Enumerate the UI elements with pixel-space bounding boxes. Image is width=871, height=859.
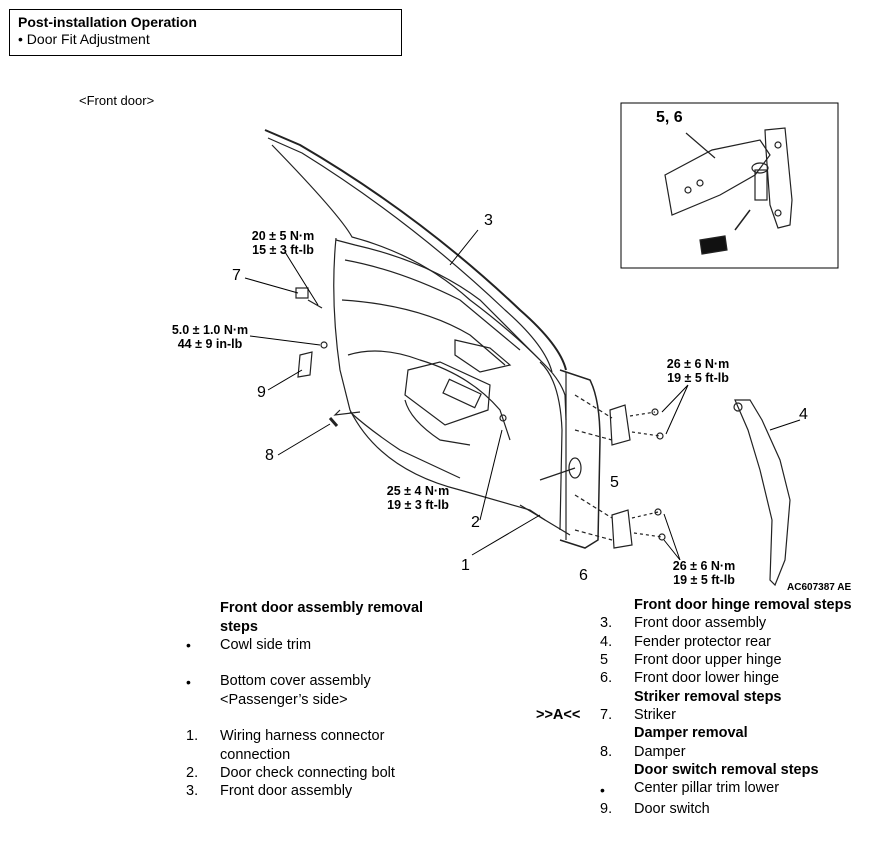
step-marker: 3. (186, 783, 199, 799)
step-damper: Damper (634, 744, 686, 760)
torque-metric: 25 ± 4 N·m (386, 484, 450, 498)
leader-lines (244, 229, 801, 561)
torque-imperial: 44 ± 9 in-lb (177, 337, 243, 351)
left-heading-line2: steps (220, 618, 258, 635)
post-installation-note: Post-installation Operation • Door Fit A… (9, 9, 402, 56)
step-door-switch: Door switch (634, 801, 710, 817)
step-wiring-connector: Wiring harness connector connection (220, 727, 384, 764)
step-center-pillar-trim: Center pillar trim lower (634, 780, 780, 796)
step-marker: • (186, 637, 191, 653)
step-marker: • (600, 782, 605, 798)
striker-reference: >>A<< (536, 707, 581, 723)
note-title: Post-installation Operation (18, 14, 197, 30)
step-striker: Striker (634, 707, 676, 723)
callout-6: 6 (579, 567, 588, 584)
step-lower-hinge: Front door lower hinge (634, 670, 780, 686)
step-bottom-cover: Bottom cover assembly <Passenger’s side> (220, 672, 371, 709)
torque-metric: 26 ± 6 N·m (666, 357, 730, 371)
torque-label-switch-screw: 5.0 ± 1.0 N·m 44 ± 9 in-lb (163, 323, 257, 351)
step-line2: <Passenger’s side> (220, 691, 348, 708)
door-outline (264, 129, 791, 587)
torque-imperial: 19 ± 5 ft-lb (667, 371, 729, 385)
figure-code: AC607387 AE (787, 582, 852, 593)
note-item: • Door Fit Adjustment (18, 31, 150, 47)
callout-5: 5 (610, 474, 619, 491)
torque-metric: 20 ± 5 N·m (251, 229, 315, 243)
torque-label-check-bolt: 25 ± 4 N·m 19 ± 3 ft-lb (373, 484, 463, 512)
step-line2: connection (220, 746, 291, 763)
step-door-check-bolt: Door check connecting bolt (220, 765, 395, 781)
callout-3: 3 (484, 212, 493, 229)
step-cowl-trim: Cowl side trim (220, 637, 312, 653)
torque-metric: 26 ± 6 N·m (672, 559, 736, 573)
inset-label: 5, 6 (656, 109, 683, 126)
torque-label-bolt-7: 20 ± 5 N·m 15 ± 3 ft-lb (238, 229, 328, 257)
left-heading-line1: Front door assembly removal (220, 600, 424, 616)
torque-imperial: 15 ± 3 ft-lb (252, 243, 314, 257)
callout-8: 8 (265, 447, 274, 464)
step-line1: Wiring harness connector (220, 728, 385, 744)
torque-metric: 5.0 ± 1.0 N·m (171, 323, 249, 337)
torque-imperial: 19 ± 3 ft-lb (387, 498, 449, 512)
callout-2: 2 (471, 514, 480, 531)
switch-heading: Door switch removal steps (634, 762, 819, 778)
callout-9: 9 (257, 384, 266, 401)
step-marker: 2. (186, 765, 199, 781)
step-marker: 4. (600, 634, 613, 650)
torque-label-lower-hinge: 26 ± 6 N·m 19 ± 5 ft-lb (659, 559, 749, 587)
callout-4: 4 (799, 406, 808, 423)
hinge-inset-drawing (664, 127, 793, 255)
step-marker: • (186, 674, 191, 690)
door-diagram (244, 102, 839, 587)
step-marker: 1. (186, 728, 199, 744)
hinge-heading: Front door hinge removal steps (634, 597, 852, 613)
left-heading: Front door assembly removal steps (220, 599, 423, 636)
callout-1: 1 (461, 557, 470, 574)
view-label: <Front door> (79, 93, 155, 108)
step-marker: 3. (600, 615, 613, 631)
torque-imperial: 19 ± 5 ft-lb (673, 573, 735, 587)
hinge-inset-box (620, 102, 839, 269)
step-marker: 7. (600, 707, 613, 723)
striker-heading: Striker removal steps (634, 689, 782, 705)
step-upper-hinge: Front door upper hinge (634, 652, 782, 668)
step-front-door-assembly-r: Front door assembly (634, 615, 767, 631)
step-front-door-assembly: Front door assembly (220, 783, 353, 799)
torque-label-upper-hinge: 26 ± 6 N·m 19 ± 5 ft-lb (653, 357, 743, 385)
step-marker: 9. (600, 801, 613, 817)
damper-heading: Damper removal (634, 725, 748, 741)
step-marker: 6. (600, 670, 613, 686)
step-marker: 5 (600, 652, 609, 668)
callout-7: 7 (232, 267, 241, 284)
step-line1: Bottom cover assembly (220, 673, 371, 689)
step-marker: 8. (600, 744, 613, 760)
step-fender-protector: Fender protector rear (634, 634, 772, 650)
